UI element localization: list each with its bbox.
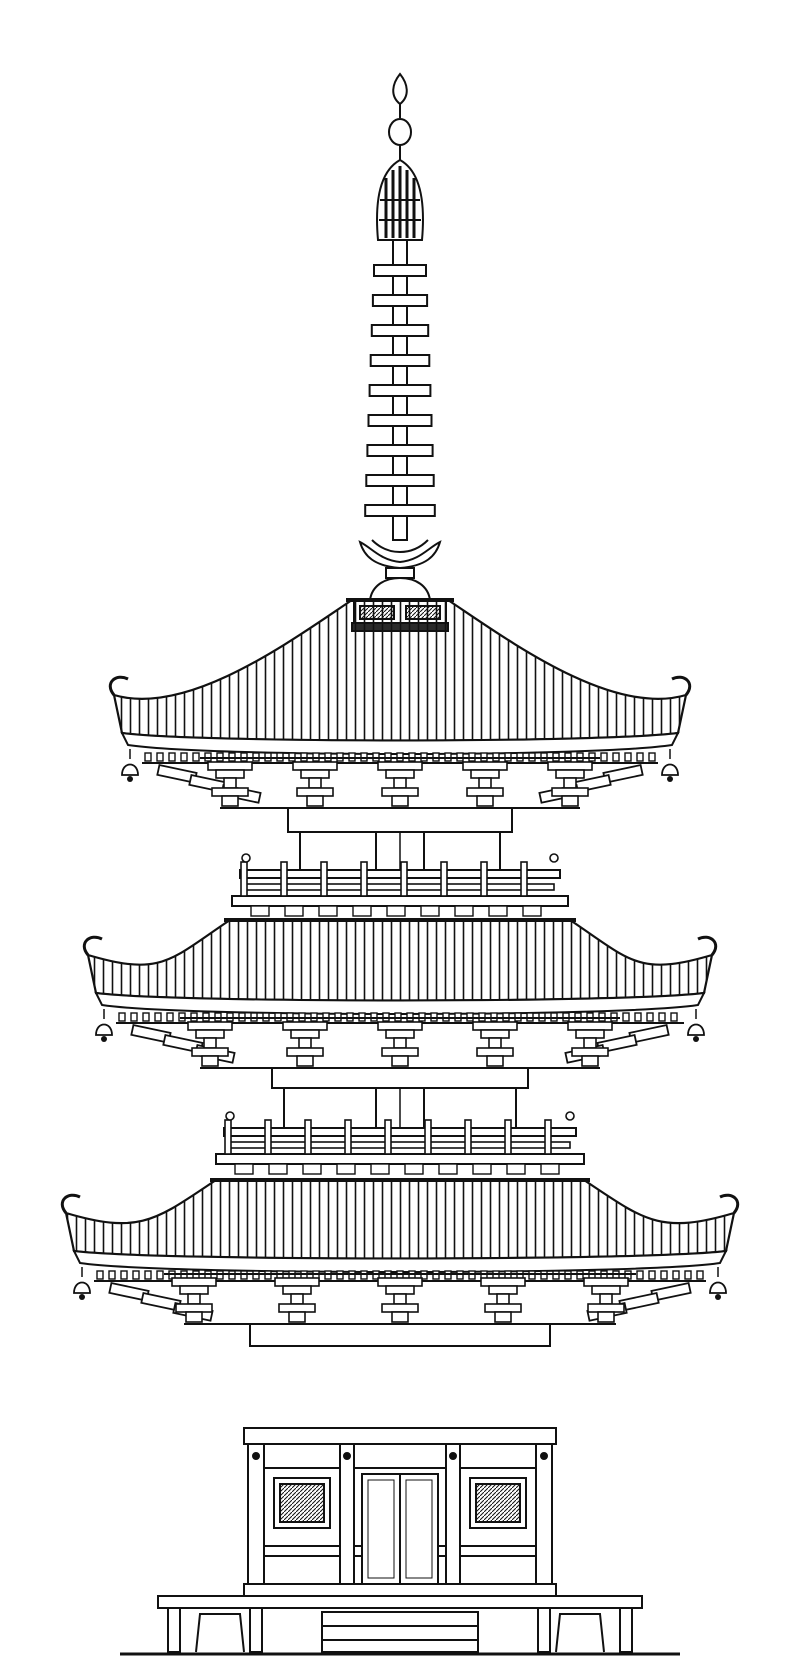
eave-tip-right bbox=[697, 935, 718, 956]
balcony-railing bbox=[215, 1111, 585, 1175]
eave-tip-right bbox=[671, 675, 692, 696]
eave-tip-left bbox=[82, 935, 103, 956]
roof-tier-3 bbox=[60, 1178, 740, 1347]
hanging-bell bbox=[95, 1009, 113, 1042]
finial-jewel bbox=[392, 72, 408, 106]
lotus-flower bbox=[358, 540, 442, 570]
spire-ring bbox=[373, 264, 427, 277]
hanging-bell bbox=[73, 1267, 91, 1300]
roof-tier-2 bbox=[82, 918, 718, 1175]
spire-ring bbox=[370, 324, 430, 337]
hanging-bell bbox=[709, 1267, 727, 1300]
eave-tip-left bbox=[108, 675, 129, 696]
eave-board bbox=[94, 991, 706, 1015]
spire-ring bbox=[364, 504, 436, 517]
balcony-railing bbox=[231, 853, 569, 917]
spire-ring bbox=[369, 354, 431, 367]
hanging-bell bbox=[121, 749, 139, 782]
spire-ring bbox=[366, 444, 434, 457]
spire-ring bbox=[367, 414, 433, 427]
tier-body bbox=[271, 1067, 529, 1129]
platform-rail bbox=[157, 1595, 643, 1609]
roof-tiles bbox=[112, 598, 688, 742]
platform bbox=[120, 1583, 680, 1656]
eave-tip-right bbox=[719, 1193, 740, 1214]
roof-tiles bbox=[64, 1178, 736, 1260]
pagoda-tiers bbox=[60, 598, 740, 1347]
eave-board bbox=[120, 731, 680, 755]
inverted-bowl bbox=[368, 576, 432, 601]
tier-body bbox=[249, 1323, 551, 1347]
roof-tiles bbox=[86, 918, 714, 1002]
finial-ball bbox=[388, 118, 412, 146]
hanging-bell bbox=[687, 1009, 705, 1042]
spire-rings bbox=[364, 264, 436, 517]
spire-ring bbox=[371, 294, 429, 307]
bracket-sets bbox=[180, 1017, 620, 1069]
bracket-sets bbox=[200, 757, 600, 809]
spire-ring bbox=[368, 384, 432, 397]
spire bbox=[376, 72, 424, 541]
entrance-steps bbox=[321, 1611, 479, 1653]
eave-tip-left bbox=[60, 1193, 81, 1214]
spire-ring bbox=[365, 474, 435, 487]
roof-tier-1 bbox=[108, 598, 692, 917]
hanging-bell bbox=[661, 749, 679, 782]
ground-floor bbox=[243, 1427, 557, 1594]
tier-body bbox=[287, 807, 513, 871]
